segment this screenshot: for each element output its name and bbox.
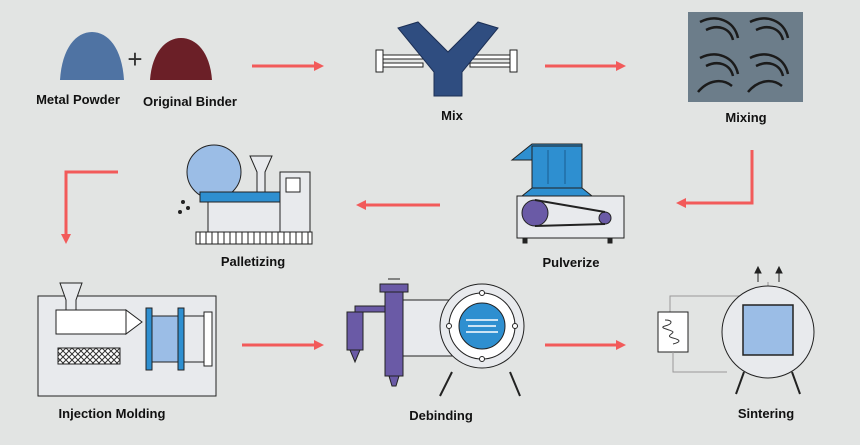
label-injection-molding: Injection Molding	[58, 406, 166, 421]
plus-symbol: +	[127, 44, 142, 74]
pulverizer-icon	[510, 143, 625, 244]
label-sintering: Sintering	[737, 406, 795, 421]
flow-arrow	[676, 150, 754, 208]
svg-text:+: +	[127, 44, 142, 74]
label-mix: Mix	[441, 108, 463, 123]
label-palletizing: Palletizing	[220, 254, 286, 269]
palletizer-icon	[178, 144, 313, 245]
label-pulverize: Pulverize	[542, 255, 600, 270]
sintering-furnace-icon	[657, 265, 815, 395]
label-metal-powder: Metal Powder	[36, 92, 120, 107]
label-debinding: Debinding	[409, 408, 473, 423]
metal-powder-icon	[60, 32, 124, 80]
binder-icon	[150, 38, 212, 80]
mixing-blades-icon	[688, 12, 803, 102]
label-original-binder: Original Binder	[143, 94, 237, 109]
debinding-furnace-icon	[346, 278, 525, 397]
label-mixing: Mixing	[725, 110, 767, 125]
y-mixer-icon	[375, 21, 518, 97]
injection-molding-icon	[37, 282, 217, 397]
flow-arrow	[61, 170, 118, 244]
